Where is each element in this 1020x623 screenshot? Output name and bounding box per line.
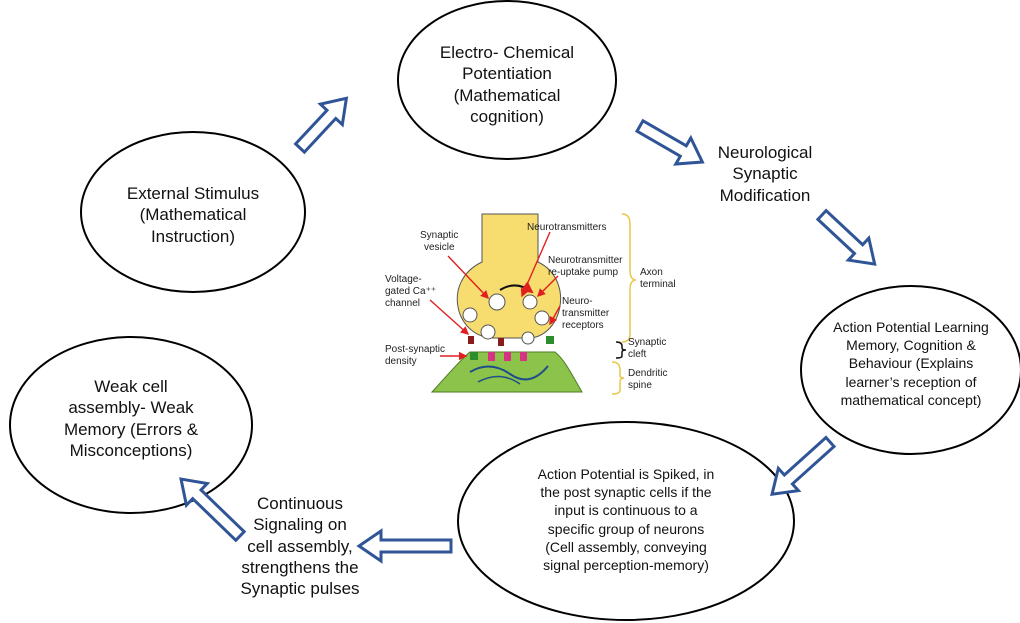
vesicle bbox=[462, 307, 478, 323]
external-oval bbox=[80, 131, 306, 293]
axon-terminal-brace bbox=[621, 213, 637, 343]
electro-chemical-text: Electro- Chemical Potentiation (Mathemat… bbox=[439, 43, 575, 126]
label-synaptic-cleft: Synaptic cleft bbox=[628, 337, 669, 360]
vesicle bbox=[521, 331, 535, 345]
vesicle bbox=[488, 293, 506, 311]
voltage-channel-marker bbox=[498, 338, 504, 346]
weak-oval bbox=[9, 336, 253, 514]
vesicle bbox=[522, 294, 538, 310]
label-reuptake-pump: Neurotransmitter re-uptake pump bbox=[548, 255, 625, 278]
label-post-synaptic-density: Post-synaptic density bbox=[385, 344, 448, 367]
arrow-continuous-to-weak bbox=[179, 477, 247, 543]
arrow-action-to-spiked bbox=[770, 435, 837, 496]
dendritic-spine-brace bbox=[611, 361, 625, 395]
action-potential-spiked-text: Action Potential is Spiked, in the post … bbox=[537, 466, 715, 573]
label-synaptic-vesicle: Synaptic vesicle bbox=[420, 230, 461, 253]
receptor bbox=[504, 352, 511, 361]
continuous-signaling-text: Continuous Signaling on cell assembly, s… bbox=[240, 494, 360, 598]
reuptake-pump-marker bbox=[546, 336, 554, 344]
voltage-channel-marker bbox=[468, 336, 474, 344]
electro-oval bbox=[397, 0, 617, 160]
receptor bbox=[488, 352, 495, 361]
arrow-external-to-electro bbox=[293, 96, 349, 155]
arrow-electro-to-neuro bbox=[634, 118, 705, 166]
vesicle bbox=[534, 310, 550, 326]
receptor bbox=[520, 352, 527, 361]
weak-cell-assembly-text: Weak cell assembly- Weak Memory (Errors … bbox=[63, 377, 199, 460]
neurological-modification-text: Neurological Synaptic Modification bbox=[717, 143, 813, 205]
label-voltage-channel: Voltage- gated Ca⁺⁺ channel bbox=[385, 274, 439, 309]
post-density-marker bbox=[470, 352, 478, 360]
label-axon-terminal: Axon terminal bbox=[640, 267, 676, 290]
action-learning-oval bbox=[800, 285, 1020, 455]
arrow-spiked-to-continuous bbox=[356, 528, 453, 564]
label-receptors: Neuro- transmitter receptors bbox=[562, 296, 612, 331]
synaptic-cleft-brace bbox=[615, 341, 627, 359]
arrow-neuro-to-action bbox=[815, 208, 877, 266]
synapse-illustration: Neurotransmitters Synaptic vesicle Neuro… bbox=[385, 213, 676, 395]
vesicle bbox=[480, 324, 496, 340]
label-neurotransmitters: Neurotransmitters bbox=[527, 222, 606, 233]
action-potential-learning-text: Action Potential Learning Memory, Cognit… bbox=[833, 319, 989, 408]
label-dendritic-spine: Dendritic spine bbox=[628, 368, 670, 391]
external-stimulus-text: External Stimulus (Mathematical Instruct… bbox=[126, 184, 260, 246]
action-spiked-oval bbox=[457, 421, 795, 621]
